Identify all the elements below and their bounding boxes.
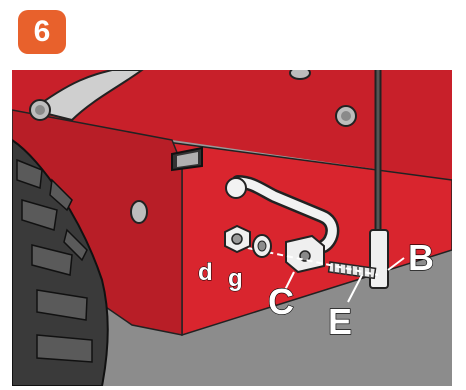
housing-bolt-right [335,105,357,127]
label-g: g [228,265,243,292]
leader-C [283,271,295,293]
leader-E [347,274,363,303]
assembly-drawing: B C E d g [12,70,452,386]
hook-rod [233,177,337,251]
label-C: C [268,281,294,322]
bolt-E [327,261,377,280]
hook-rod-end [225,177,247,199]
label-d: d [198,259,213,286]
tire-tread [16,158,93,363]
handle-tube [29,70,144,122]
housing-bolt-side [130,200,148,224]
leader-B [387,257,405,271]
label-E: E [328,301,352,342]
step-number: 6 [33,15,51,48]
housing-bolt-top [289,70,311,80]
rod-end-B [369,229,389,289]
housing-slot-inner [177,152,198,167]
assembly-illustration: B C E d g [12,70,452,386]
hex-nut-d [224,224,251,254]
housing-bolt-left [29,99,51,121]
label-B: B [408,237,434,278]
step-number-badge: 6 [18,10,66,54]
housing-top [12,70,452,180]
washer-g [252,234,272,258]
